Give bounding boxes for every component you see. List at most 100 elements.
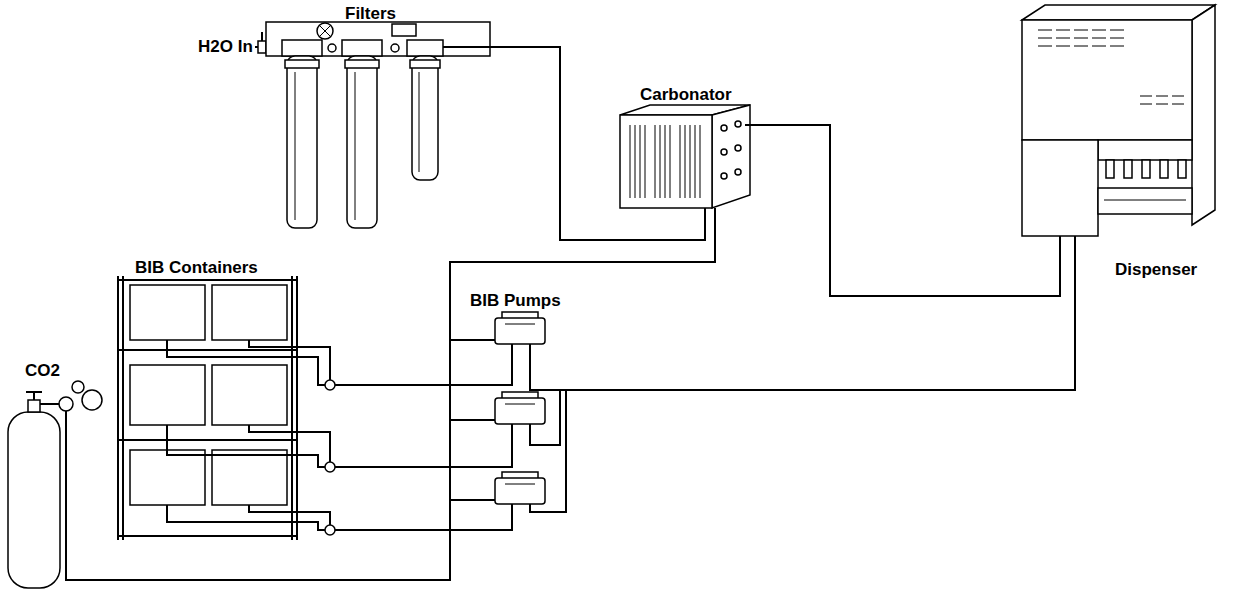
dispenser-unit-part (1098, 140, 1192, 160)
filter-assembly (255, 22, 494, 228)
bib-rack-part (130, 450, 205, 505)
filter-assembly-part (328, 44, 336, 52)
co2-cylinder-part (26, 391, 42, 393)
bib-rack-part (212, 365, 287, 425)
filter-assembly-part (317, 23, 333, 39)
bib-pumps-part (465, 344, 512, 385)
component-label: BIB Pumps (470, 291, 561, 311)
pipe-line (758, 125, 1060, 296)
dispenser-unit-part (1160, 160, 1168, 178)
bib-rack-part (249, 425, 330, 462)
filter-assembly-part (261, 32, 263, 41)
dispenser-unit-part (1106, 160, 1114, 178)
co2-cylinder-part (82, 390, 102, 410)
co2-cylinder-part (66, 411, 117, 580)
filter-assembly-part (258, 41, 266, 53)
filter-assembly-part (319, 25, 331, 37)
bib-pumps (450, 312, 580, 512)
filter-assembly-part (266, 22, 490, 56)
bib-pumps-part (530, 390, 560, 445)
co2-cylinder (8, 381, 117, 588)
dispenser-unit-part (1038, 30, 1184, 104)
component-label: Filters (345, 4, 396, 24)
bib-rack-part (325, 380, 335, 390)
filter-assembly-part (347, 56, 377, 228)
bib-rack-part (212, 450, 287, 505)
filters-node: Filters (255, 2, 494, 232)
dispenser-unit-part (1178, 160, 1186, 178)
carbonator-unit-part (735, 121, 741, 127)
co2-cylinder-part (8, 412, 60, 588)
bib-pumps-part (530, 390, 566, 512)
filter-assembly-part (443, 46, 494, 48)
co2-cylinder-part (28, 400, 40, 412)
bib-containers-node: BIB Containers (110, 258, 345, 542)
bib-pumps-node: BIB Pumps (465, 290, 580, 515)
dispenser-unit (1022, 5, 1215, 284)
bib-pumps-part (450, 340, 495, 500)
carbonator-unit-part (721, 149, 727, 155)
carbonator-unit (620, 105, 758, 214)
carbonator-unit-part (712, 105, 750, 208)
pipe-line (494, 47, 705, 240)
carbonator-unit-part (745, 124, 758, 126)
dispenser-unit-part (1142, 160, 1150, 178)
dispenser-unit-part (1022, 5, 1215, 20)
co2-cylinder-part (59, 397, 73, 411)
dispenser-unit-part (1022, 140, 1098, 236)
co2-cylinder-part (40, 403, 60, 405)
bib-rack-part (167, 505, 325, 530)
dispenser-unit-part (1098, 188, 1192, 214)
filter-assembly-part (410, 60, 440, 68)
dispenser-unit-part (1104, 200, 1186, 201)
bib-pumps-part (530, 344, 580, 390)
bib-rack-part (335, 504, 512, 530)
bib-rack-part (325, 525, 335, 535)
dispenser-unit-part (1124, 160, 1132, 178)
bib-pumps-part (495, 478, 545, 504)
carbonator-unit-part (735, 145, 741, 151)
pipe-line (117, 214, 715, 580)
bib-rack-part (335, 384, 345, 386)
bib-rack-part (249, 340, 330, 380)
filter-assembly-part (287, 56, 317, 228)
filter-assembly-part (392, 24, 416, 36)
bib-rack-part (212, 285, 287, 340)
bib-rack-part (130, 365, 205, 425)
bib-rack-part (325, 462, 335, 472)
filter-assembly-part (407, 40, 443, 56)
carbonator-unit-part (630, 125, 700, 198)
inlet-label: H2O In (198, 37, 253, 57)
dispenser-unit-part (1022, 20, 1192, 140)
filter-assembly-part (391, 44, 399, 52)
pipe-line (345, 384, 465, 386)
bib-rack-part (249, 505, 330, 525)
co2-node: CO2 (2, 360, 117, 592)
filter-assembly-part (345, 60, 379, 68)
carbonator-unit-part (704, 208, 706, 214)
bib-rack-part (335, 424, 512, 467)
bib-rack-part (118, 280, 297, 536)
pipe-line (580, 284, 1075, 390)
carbonator-node: Carbonator (612, 84, 758, 214)
component-label: CO2 (25, 361, 60, 381)
carbonator-unit-part (714, 208, 716, 214)
bib-rack-part (118, 276, 297, 540)
bib-rack (118, 276, 512, 540)
bib-pumps-part (495, 398, 545, 424)
filter-assembly-part (412, 56, 438, 180)
co2-cylinder-part (72, 381, 84, 393)
dispenser-unit-part (1192, 5, 1215, 225)
carbonator-unit-part (620, 115, 712, 208)
bib-rack-part (130, 285, 205, 340)
carbonator-unit-part (721, 125, 727, 131)
co2-cylinder-part (33, 392, 35, 400)
filter-assembly-part (282, 40, 322, 56)
dispenser-node: Dispenser (1015, 2, 1230, 284)
bib-pumps-part (495, 318, 545, 344)
carbonator-unit-part (735, 169, 741, 175)
component-label: Carbonator (640, 85, 732, 105)
